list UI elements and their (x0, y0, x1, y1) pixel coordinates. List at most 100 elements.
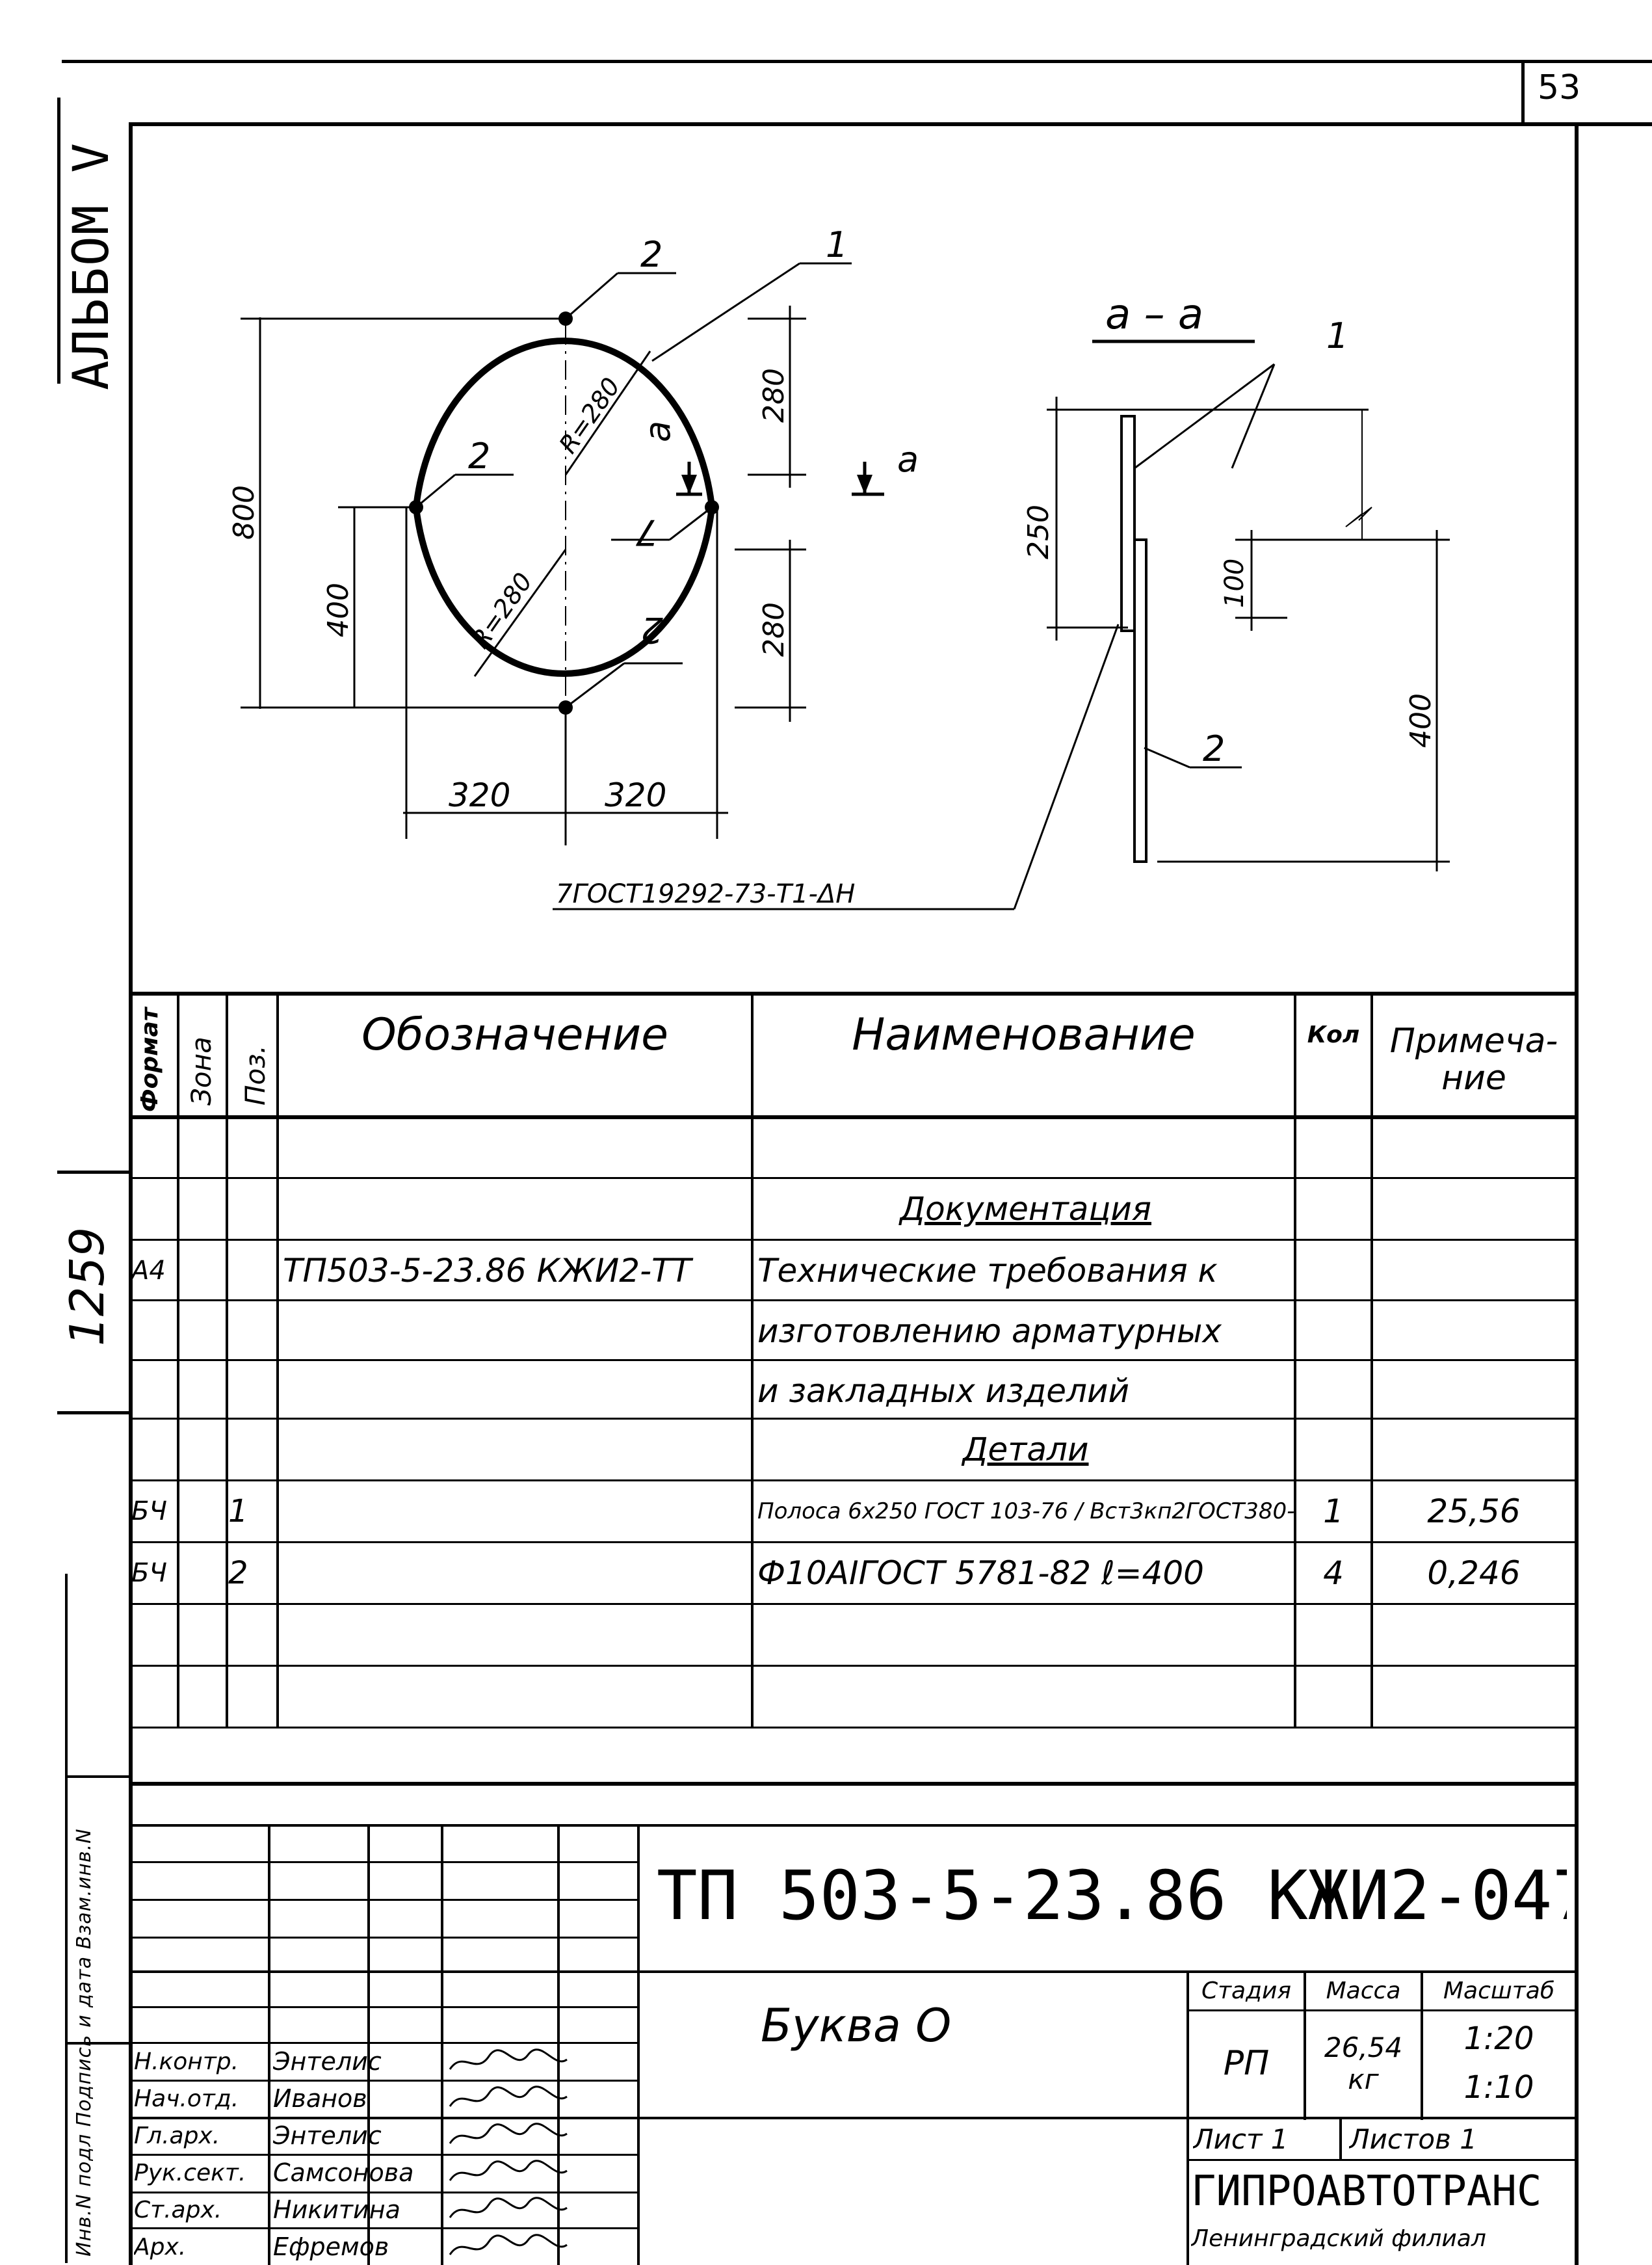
spec-cell-name: Технические требования к (757, 1252, 1218, 1290)
stamp-box-left (65, 1574, 68, 2263)
side-stamp: Инв.N подл Подпись и дата Взам.инв.N (73, 1828, 96, 2257)
spec-cell-name (757, 1605, 1294, 1665)
dim-800: 800 (228, 485, 261, 540)
header-name: Наименование (852, 1009, 1196, 1061)
mass-label: Масса (1326, 1977, 1401, 2004)
spec-cell-name: Документация (900, 1190, 1151, 1228)
weld-note: 7ГОСТ19292-73-Т1-ΔН (556, 879, 855, 909)
spec-cell-format: А4 (131, 1256, 166, 1286)
dim-400-section: 400 (1404, 693, 1437, 748)
spec-cell-qty (1296, 1241, 1370, 1301)
person-role: Арх. (134, 2233, 187, 2260)
spec-cell-format (131, 1667, 177, 1727)
header-designation: Обозначение (361, 1009, 668, 1061)
person-name: Энтелис (273, 2121, 382, 2150)
header-pos: Поз. (239, 1045, 271, 1106)
spec-cell-pos: 1 (228, 1493, 248, 1530)
header-zone: Зона (185, 1037, 217, 1106)
person-name: Энтелис (273, 2047, 382, 2076)
spec-cell-name (757, 1729, 1294, 1788)
section-title: а – а (1105, 291, 1203, 339)
pos-7: 7 (636, 512, 658, 553)
pos-1: 1 (826, 224, 848, 265)
spec-cell-zone (179, 1241, 226, 1301)
spec-cell-pos (228, 1605, 276, 1665)
page-number-box-left (1521, 62, 1525, 124)
signature-mark (449, 2048, 568, 2070)
spec-cell-pos (228, 1179, 276, 1239)
spec-cell-pos (228, 1667, 276, 1727)
spec-cell-qty (1296, 1605, 1370, 1665)
mass-value: 26,54 кг (1324, 2032, 1403, 2095)
spec-cell-qty: 4 (1323, 1554, 1344, 1592)
stamp-div-1 (65, 1775, 129, 1778)
stamp-div-2 (65, 2042, 129, 2045)
radius-top: R=280 (553, 373, 625, 458)
section-mark-a1: а (637, 421, 678, 442)
pos-2-bottom: 2 (641, 609, 663, 650)
spec-cell-zone (179, 1605, 226, 1665)
spec-cell-designation (283, 1361, 751, 1421)
person-role: Н.контр. (134, 2048, 239, 2075)
scale-value-1: 1:20 (1463, 2020, 1534, 2057)
spec-cell-pos: 2 (228, 1555, 248, 1591)
spec-cell-zone (179, 1543, 226, 1603)
dim-250: 250 (1022, 505, 1055, 559)
spec-cell-format: БЧ (131, 1496, 167, 1526)
pos-2-top: 2 (640, 234, 662, 275)
header-note: Примеча-ние (1389, 1021, 1558, 1098)
spec-cell-pos (228, 1241, 276, 1301)
spec-cell-designation (283, 1301, 751, 1361)
spec-cell-format (131, 1301, 177, 1361)
spec-cell-zone (179, 1481, 226, 1541)
spec-cell-zone (179, 1420, 226, 1479)
dim-100: 100 (1220, 559, 1250, 608)
spec-cell-designation (283, 1667, 751, 1727)
spec-cell-name: Детали (962, 1431, 1089, 1468)
spec-cell-name (757, 1667, 1294, 1727)
spec-cell-note (1373, 1420, 1575, 1479)
spec-cell-format: БЧ (131, 1558, 167, 1588)
sheets-total: Листов 1 (1349, 2123, 1477, 2155)
frame-left (129, 122, 133, 2265)
person-role: Нач.отд. (134, 2085, 239, 2112)
spec-cell-zone (179, 1361, 226, 1421)
album-rule (57, 98, 60, 384)
signature-mark (449, 2123, 568, 2144)
spec-cell-note (1373, 1729, 1575, 1788)
drawing-name: Буква О (761, 1999, 952, 2052)
frame-top (129, 122, 1652, 126)
spec-cell-pos (228, 1729, 276, 1788)
sheet-number: Лист 1 (1193, 2123, 1289, 2155)
scale-label: Масштаб (1443, 1977, 1555, 2004)
dim-400: 400 (322, 583, 355, 637)
spec-cell-note (1373, 1241, 1575, 1301)
stage-label: Стадия (1201, 1977, 1292, 2004)
spec-cell-designation: ТП503-5-23.86 КЖИ2-ТТ (283, 1252, 692, 1290)
signature-mark (449, 2197, 568, 2218)
spec-cell-designation (283, 1543, 751, 1603)
scale-value-2: 1:10 (1463, 2069, 1534, 2106)
letter-o-outline (412, 338, 716, 677)
drawing-code: ТП 503-5-23.86 КЖИ2-047 (657, 1856, 1567, 1935)
spec-cell-format (131, 1179, 177, 1239)
person-role: Гл.арх. (134, 2122, 220, 2149)
top-rule (62, 60, 1652, 63)
spec-cell-note (1373, 1605, 1575, 1665)
spec-cell-format (131, 1361, 177, 1421)
header-qty: Кол (1307, 1021, 1360, 1048)
spec-cell-name: Полоса 6х250 ГОСТ 103-76 / Вст3кп2ГОСТ38… (757, 1498, 1294, 1524)
spec-cell-designation (283, 1729, 751, 1788)
spec-cell-qty (1296, 1179, 1370, 1239)
person-name: Никитина (273, 2195, 400, 2224)
branch: Ленинградский филиал (1191, 2225, 1486, 2252)
spec-cell-note: 25,56 (1427, 1492, 1521, 1530)
pos-2-section: 2 (1203, 728, 1225, 769)
spec-cell-format (131, 1420, 177, 1479)
spec-cell-format (131, 1729, 177, 1788)
dim-280-bottom: 280 (757, 602, 791, 657)
spec-cell-zone (179, 1667, 226, 1727)
spec-cell-note (1373, 1301, 1575, 1361)
spec-cell-pos (228, 1301, 276, 1361)
section-mark-a2: а (897, 439, 919, 480)
